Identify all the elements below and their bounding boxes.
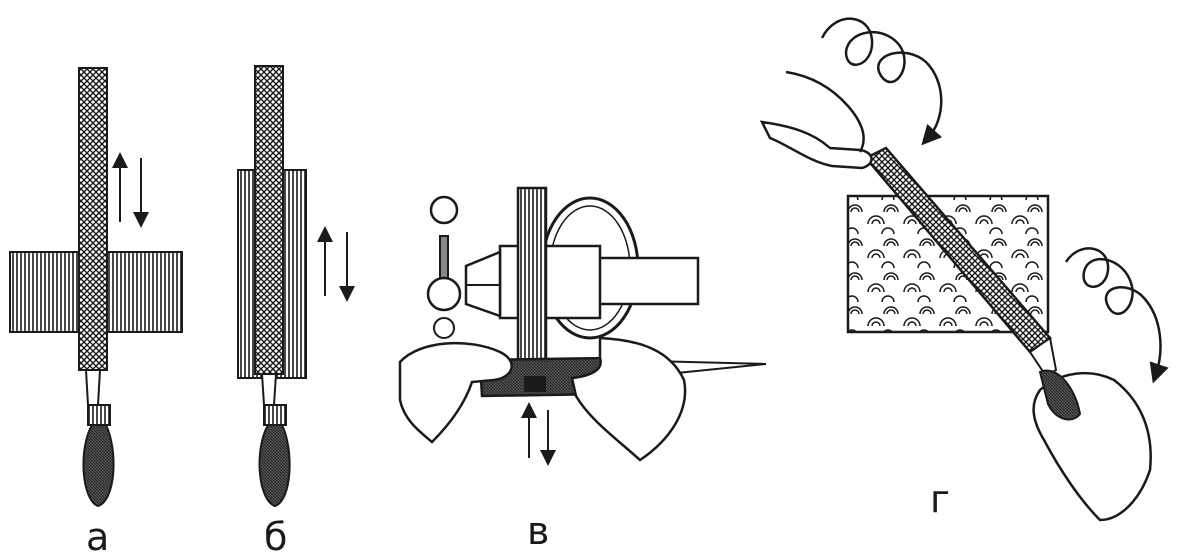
file-ferrule [87, 404, 111, 426]
workpiece-vertical [516, 186, 548, 388]
spiral-motion-arrow-icon [1064, 247, 1169, 384]
panel-g [759, 17, 1169, 522]
file-blade [254, 65, 284, 375]
file-handle-icon [258, 424, 291, 508]
panel-label-v: в [527, 509, 550, 553]
file-ferrule [263, 404, 287, 426]
file-blade [78, 67, 108, 371]
panel-a [9, 67, 183, 508]
vise-handle-knob [429, 195, 459, 225]
up-down-arrow-icon [521, 402, 556, 466]
upper-hand-icon [759, 120, 873, 170]
left-hand-icon [398, 341, 513, 444]
file-tang [84, 369, 102, 406]
file-handle-icon [1038, 369, 1082, 421]
up-down-arrow-icon [112, 152, 149, 228]
right-hand-icon [570, 336, 687, 462]
file-tang [1028, 336, 1058, 378]
file-tang [260, 373, 278, 406]
bench-vise-icon [426, 195, 700, 339]
panel-v [398, 186, 767, 466]
panel-b [237, 65, 355, 508]
panel-label-b: б [264, 515, 288, 559]
spiral-motion-arrow-icon [820, 17, 943, 146]
panel-label-g: г [930, 477, 950, 521]
up-down-arrow-icon [317, 226, 355, 302]
file-handle-icon [82, 424, 115, 508]
panel-label-a: а [86, 515, 110, 559]
